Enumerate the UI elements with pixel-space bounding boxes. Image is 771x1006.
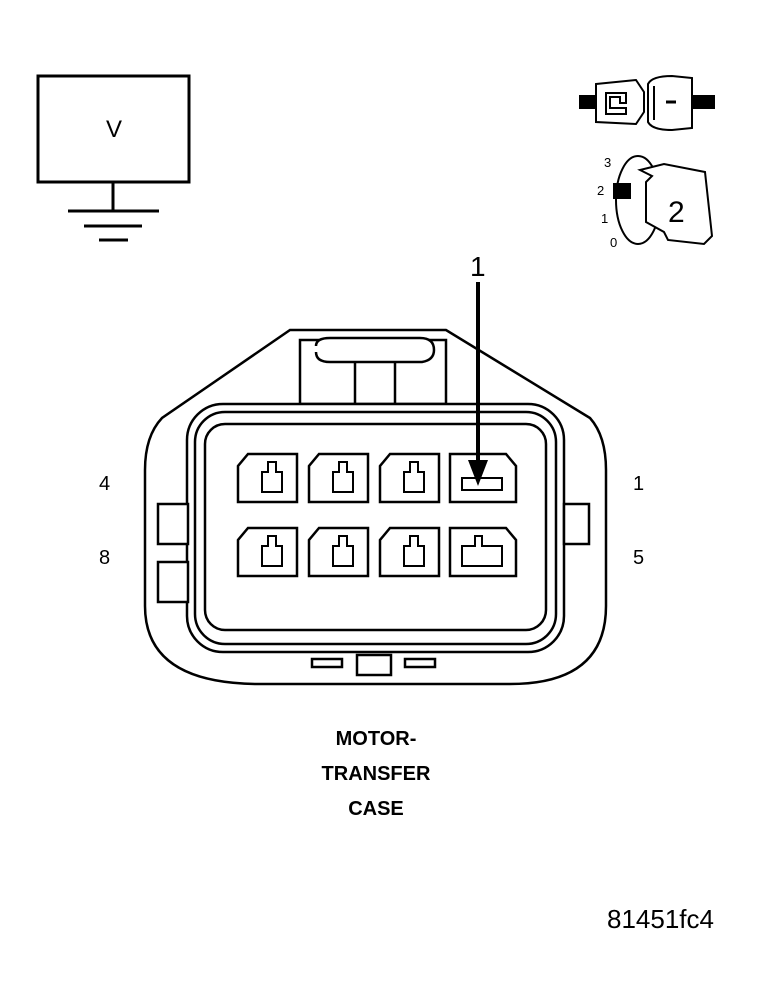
ignition-key-icon (613, 155, 714, 246)
pin-label-8: 8 (99, 547, 111, 569)
key-scale-0: 0 (610, 235, 617, 250)
connector-caption-line-1: MOTOR- (335, 728, 417, 750)
connector-caption-line-2: TRANSFER (321, 763, 431, 785)
callout-arrow (468, 282, 488, 486)
key-scale-1: 1 (601, 211, 608, 226)
connector-housing (143, 328, 608, 686)
callout-number: 1 (470, 251, 486, 282)
key-scale-3: 3 (604, 155, 611, 170)
pin-label-5: 5 (633, 547, 645, 569)
key-scale-2: 2 (597, 183, 604, 198)
connector-caption-line-3: CASE (348, 798, 404, 820)
probe-icon (579, 74, 715, 132)
cavity-grid (236, 452, 518, 578)
pin-label-4: 4 (99, 473, 111, 495)
voltmeter-symbol (36, 74, 191, 242)
voltmeter-label: V (106, 116, 122, 143)
key-position-value: 2 (668, 196, 685, 229)
figure-id: 81451fc4 (607, 904, 714, 934)
pin-label-1: 1 (633, 473, 645, 495)
